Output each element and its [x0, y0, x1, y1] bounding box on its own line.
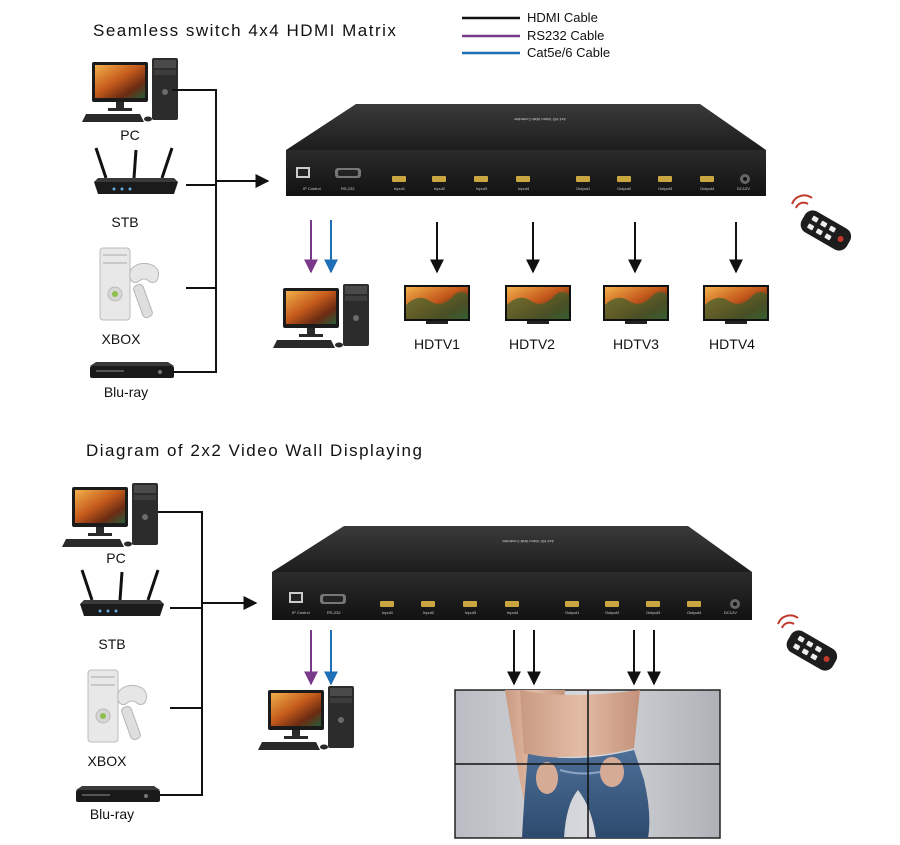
svg-text:Input2: Input2	[434, 186, 446, 191]
legend	[462, 16, 520, 55]
svg-text:DC12V: DC12V	[724, 610, 737, 615]
svg-text:4x4 HD Video Wall Controller: 4x4 HD Video Wall Controller	[501, 539, 553, 544]
svg-text:Output4: Output4	[700, 186, 715, 191]
video-wall	[454, 689, 721, 839]
svg-text:Output2: Output2	[605, 610, 620, 615]
source-label-bluray: Blu-ray	[89, 806, 135, 822]
svg-text:Input3: Input3	[465, 610, 477, 615]
source-label-stb: STB	[111, 214, 139, 230]
hdtv-icon	[404, 285, 470, 324]
svg-text:IP Control: IP Control	[292, 610, 310, 615]
svg-text:Output1: Output1	[576, 186, 591, 191]
svg-text:RS-232: RS-232	[341, 186, 355, 191]
hdtv-label: HDTV1	[414, 336, 460, 352]
legend-hdmi-label: HDMI Cable	[527, 10, 598, 25]
svg-text:DC12V: DC12V	[737, 186, 750, 191]
svg-text:Input3: Input3	[476, 186, 488, 191]
hdtv-icon	[603, 285, 669, 324]
section1-diagram: 4x4 HD Video Wall Controller IP Control …	[82, 58, 856, 378]
router-icon	[92, 146, 180, 196]
control-pc-icon	[273, 284, 369, 348]
source-label-pc: PC	[106, 550, 126, 566]
svg-text:Output4: Output4	[687, 610, 702, 615]
remote-icon	[791, 194, 856, 255]
legend-rs232-label: RS232 Cable	[527, 28, 605, 43]
svg-text:Output3: Output3	[658, 186, 673, 191]
bluray-icon	[90, 362, 174, 378]
svg-text:RS-232: RS-232	[327, 610, 341, 615]
hdtv-label: HDTV3	[613, 336, 659, 352]
xbox-icon	[87, 669, 147, 743]
hdtv-icon	[703, 285, 769, 324]
pc-icon	[82, 58, 178, 122]
svg-text:Input2: Input2	[423, 610, 435, 615]
router-icon	[78, 568, 166, 618]
section2-title: Diagram of 2x2 Video Wall Displaying	[86, 441, 424, 460]
section1-title: Seamless switch 4x4 HDMI Matrix	[93, 21, 398, 40]
svg-text:Input1: Input1	[394, 186, 406, 191]
input-bracket	[158, 511, 258, 796]
hdtv-icon	[505, 285, 571, 324]
svg-text:Input4: Input4	[518, 186, 530, 191]
matrix-device: 4x4 HD Video Wall Controller IP Control …	[272, 526, 752, 620]
pc-icon	[62, 483, 158, 547]
hdtv-label: HDTV4	[709, 336, 755, 352]
source-label-stb: STB	[98, 636, 126, 652]
svg-text:Output2: Output2	[617, 186, 632, 191]
source-label-xbox: XBOX	[87, 753, 127, 769]
xbox-icon	[99, 247, 159, 321]
svg-text:Output3: Output3	[646, 610, 661, 615]
source-label-bluray: Blu-ray	[103, 384, 149, 400]
control-pc-icon	[258, 686, 354, 750]
svg-text:Output1: Output1	[565, 610, 580, 615]
svg-text:Input1: Input1	[382, 610, 394, 615]
svg-text:IP Control: IP Control	[303, 186, 321, 191]
bluray-icon	[76, 786, 160, 802]
hdtv-label: HDTV2	[509, 336, 555, 352]
source-label-pc: PC	[120, 127, 140, 143]
svg-text:4x4 HD Video Wall Controller: 4x4 HD Video Wall Controller	[513, 117, 565, 122]
matrix-device: 4x4 HD Video Wall Controller IP Control …	[286, 104, 766, 196]
remote-icon	[777, 614, 842, 675]
section2-diagram: 4x4 HD Video Wall Controller IP Control …	[62, 483, 842, 839]
svg-text:Input4: Input4	[507, 610, 519, 615]
legend-cat-label: Cat5e/6 Cable	[527, 45, 611, 60]
source-label-xbox: XBOX	[101, 331, 141, 347]
input-bracket	[172, 89, 270, 373]
